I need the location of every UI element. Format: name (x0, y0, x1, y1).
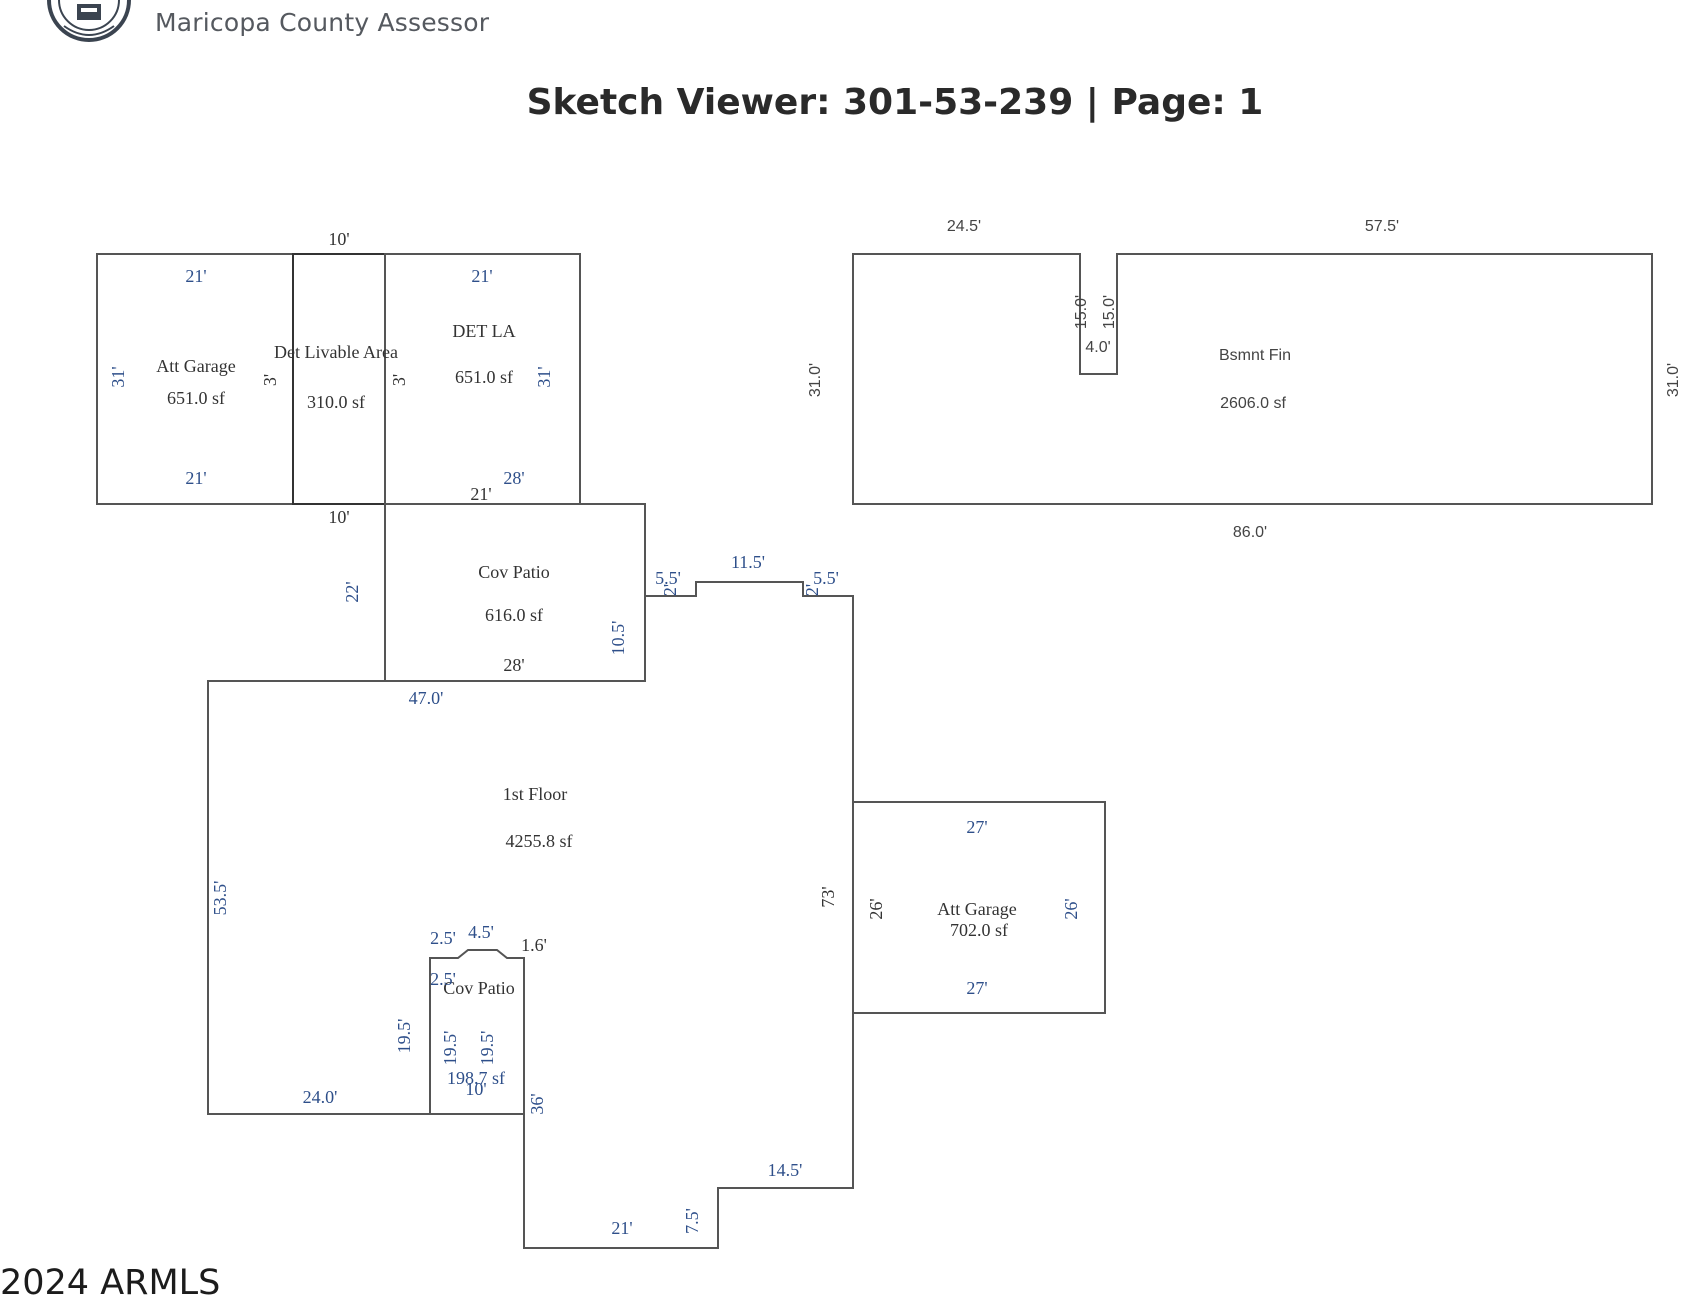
dimension-label: 5.5' (655, 568, 681, 588)
area-area-bsmnt-fin: 2606.0 sf (1220, 395, 1286, 412)
dimension-label: 11.5' (731, 552, 765, 572)
dimension-label: 31.0' (807, 363, 824, 397)
dimension-label: 24.5' (947, 218, 981, 235)
dimension-label: 10.5' (608, 621, 628, 656)
page-title: Sketch Viewer: 301-53-239 | Page: 1 (526, 82, 1264, 123)
area-area-det-la: 651.0 sf (455, 367, 513, 387)
dimension-label: 57.5' (1365, 218, 1399, 235)
area-name-cov-patio-2: Cov Patio (443, 978, 515, 998)
dimension-label: 22' (342, 581, 362, 602)
outline-cov-patio-2 (429, 949, 525, 1115)
dimension-label: 2' (802, 584, 822, 596)
dimension-label: 21' (471, 266, 492, 286)
dimension-label: 36' (527, 1093, 547, 1114)
dimension-label: 19.5' (477, 1031, 497, 1066)
outline-bsmnt-fin (852, 253, 1653, 505)
dimension-label: 24.0' (303, 1087, 338, 1107)
dimension-label: 10' (328, 507, 349, 527)
dimension-label: 2.5' (430, 969, 456, 989)
copyright-notice: 2024 ARMLS (0, 1263, 221, 1303)
dimension-label: 26' (866, 898, 886, 919)
dimension-label: 2' (660, 584, 680, 596)
dimension-label: 28' (503, 655, 524, 675)
dimension-label: 47.0' (409, 688, 444, 708)
outline-first-floor (207, 581, 854, 1249)
dimension-label: 3' (260, 374, 280, 386)
dimension-label: 28' (503, 468, 524, 488)
dimension-label: 31' (108, 366, 128, 387)
dimension-label: 86.0' (1233, 524, 1267, 541)
area-area-det-livable: 310.0 sf (307, 392, 365, 412)
dimension-label: 14.5' (768, 1160, 803, 1180)
dimension-label: 21' (611, 1218, 632, 1238)
dimension-label: 10' (465, 1079, 486, 1099)
dimension-label: 21' (185, 266, 206, 286)
area-area-first-floor: 4255.8 sf (506, 831, 573, 851)
area-name-det-livable: Det Livable Area (274, 342, 398, 362)
dimension-label: 21' (185, 468, 206, 488)
area-name-det-la: DET LA (452, 321, 515, 341)
area-name-att-garage-1: Att Garage (156, 356, 235, 376)
dimension-label: 15.0' (1073, 295, 1090, 329)
dimension-label: 2.5' (430, 928, 456, 948)
dimension-label: 3' (389, 374, 409, 386)
dimension-label: 4.0' (1085, 339, 1110, 356)
area-area-cov-patio-2: 198.7 sf (447, 1068, 505, 1088)
dimension-label: 7.5' (682, 1208, 702, 1234)
dimension-label: 27' (966, 978, 987, 998)
dimension-label: 31' (534, 366, 554, 387)
dimension-label: 19.5' (440, 1031, 460, 1066)
dimension-label: 73' (818, 886, 838, 907)
area-area-att-garage-2: 702.0 sf (950, 920, 1008, 940)
dimension-label: 4.5' (468, 922, 494, 942)
area-name-bsmnt-fin: Bsmnt Fin (1219, 347, 1291, 364)
dimension-label: 15.0' (1101, 295, 1118, 329)
dimension-label: 26' (1061, 898, 1081, 919)
area-area-att-garage-1: 651.0 sf (167, 388, 225, 408)
agency-name: Maricopa County Assessor (155, 8, 490, 37)
dimension-label: 5.5' (813, 568, 839, 588)
outline-det-livable (292, 253, 386, 505)
area-area-cov-patio-1: 616.0 sf (485, 605, 543, 625)
dimension-label: 19.5' (394, 1019, 414, 1054)
outline-att-garage-2 (852, 801, 1106, 1014)
dimension-label: 10' (328, 229, 349, 249)
area-name-cov-patio-1: Cov Patio (478, 562, 550, 582)
dimension-label: 27' (966, 817, 987, 837)
area-name-att-garage-2: Att Garage (937, 899, 1016, 919)
dimension-label: 1.6' (521, 935, 547, 955)
dimension-label: 31.0' (1665, 363, 1682, 397)
county-seal-icon (47, 0, 131, 42)
dimension-label: 53.5' (210, 881, 230, 916)
area-name-first-floor: 1st Floor (503, 784, 568, 804)
dimension-label: 21' (470, 484, 491, 504)
